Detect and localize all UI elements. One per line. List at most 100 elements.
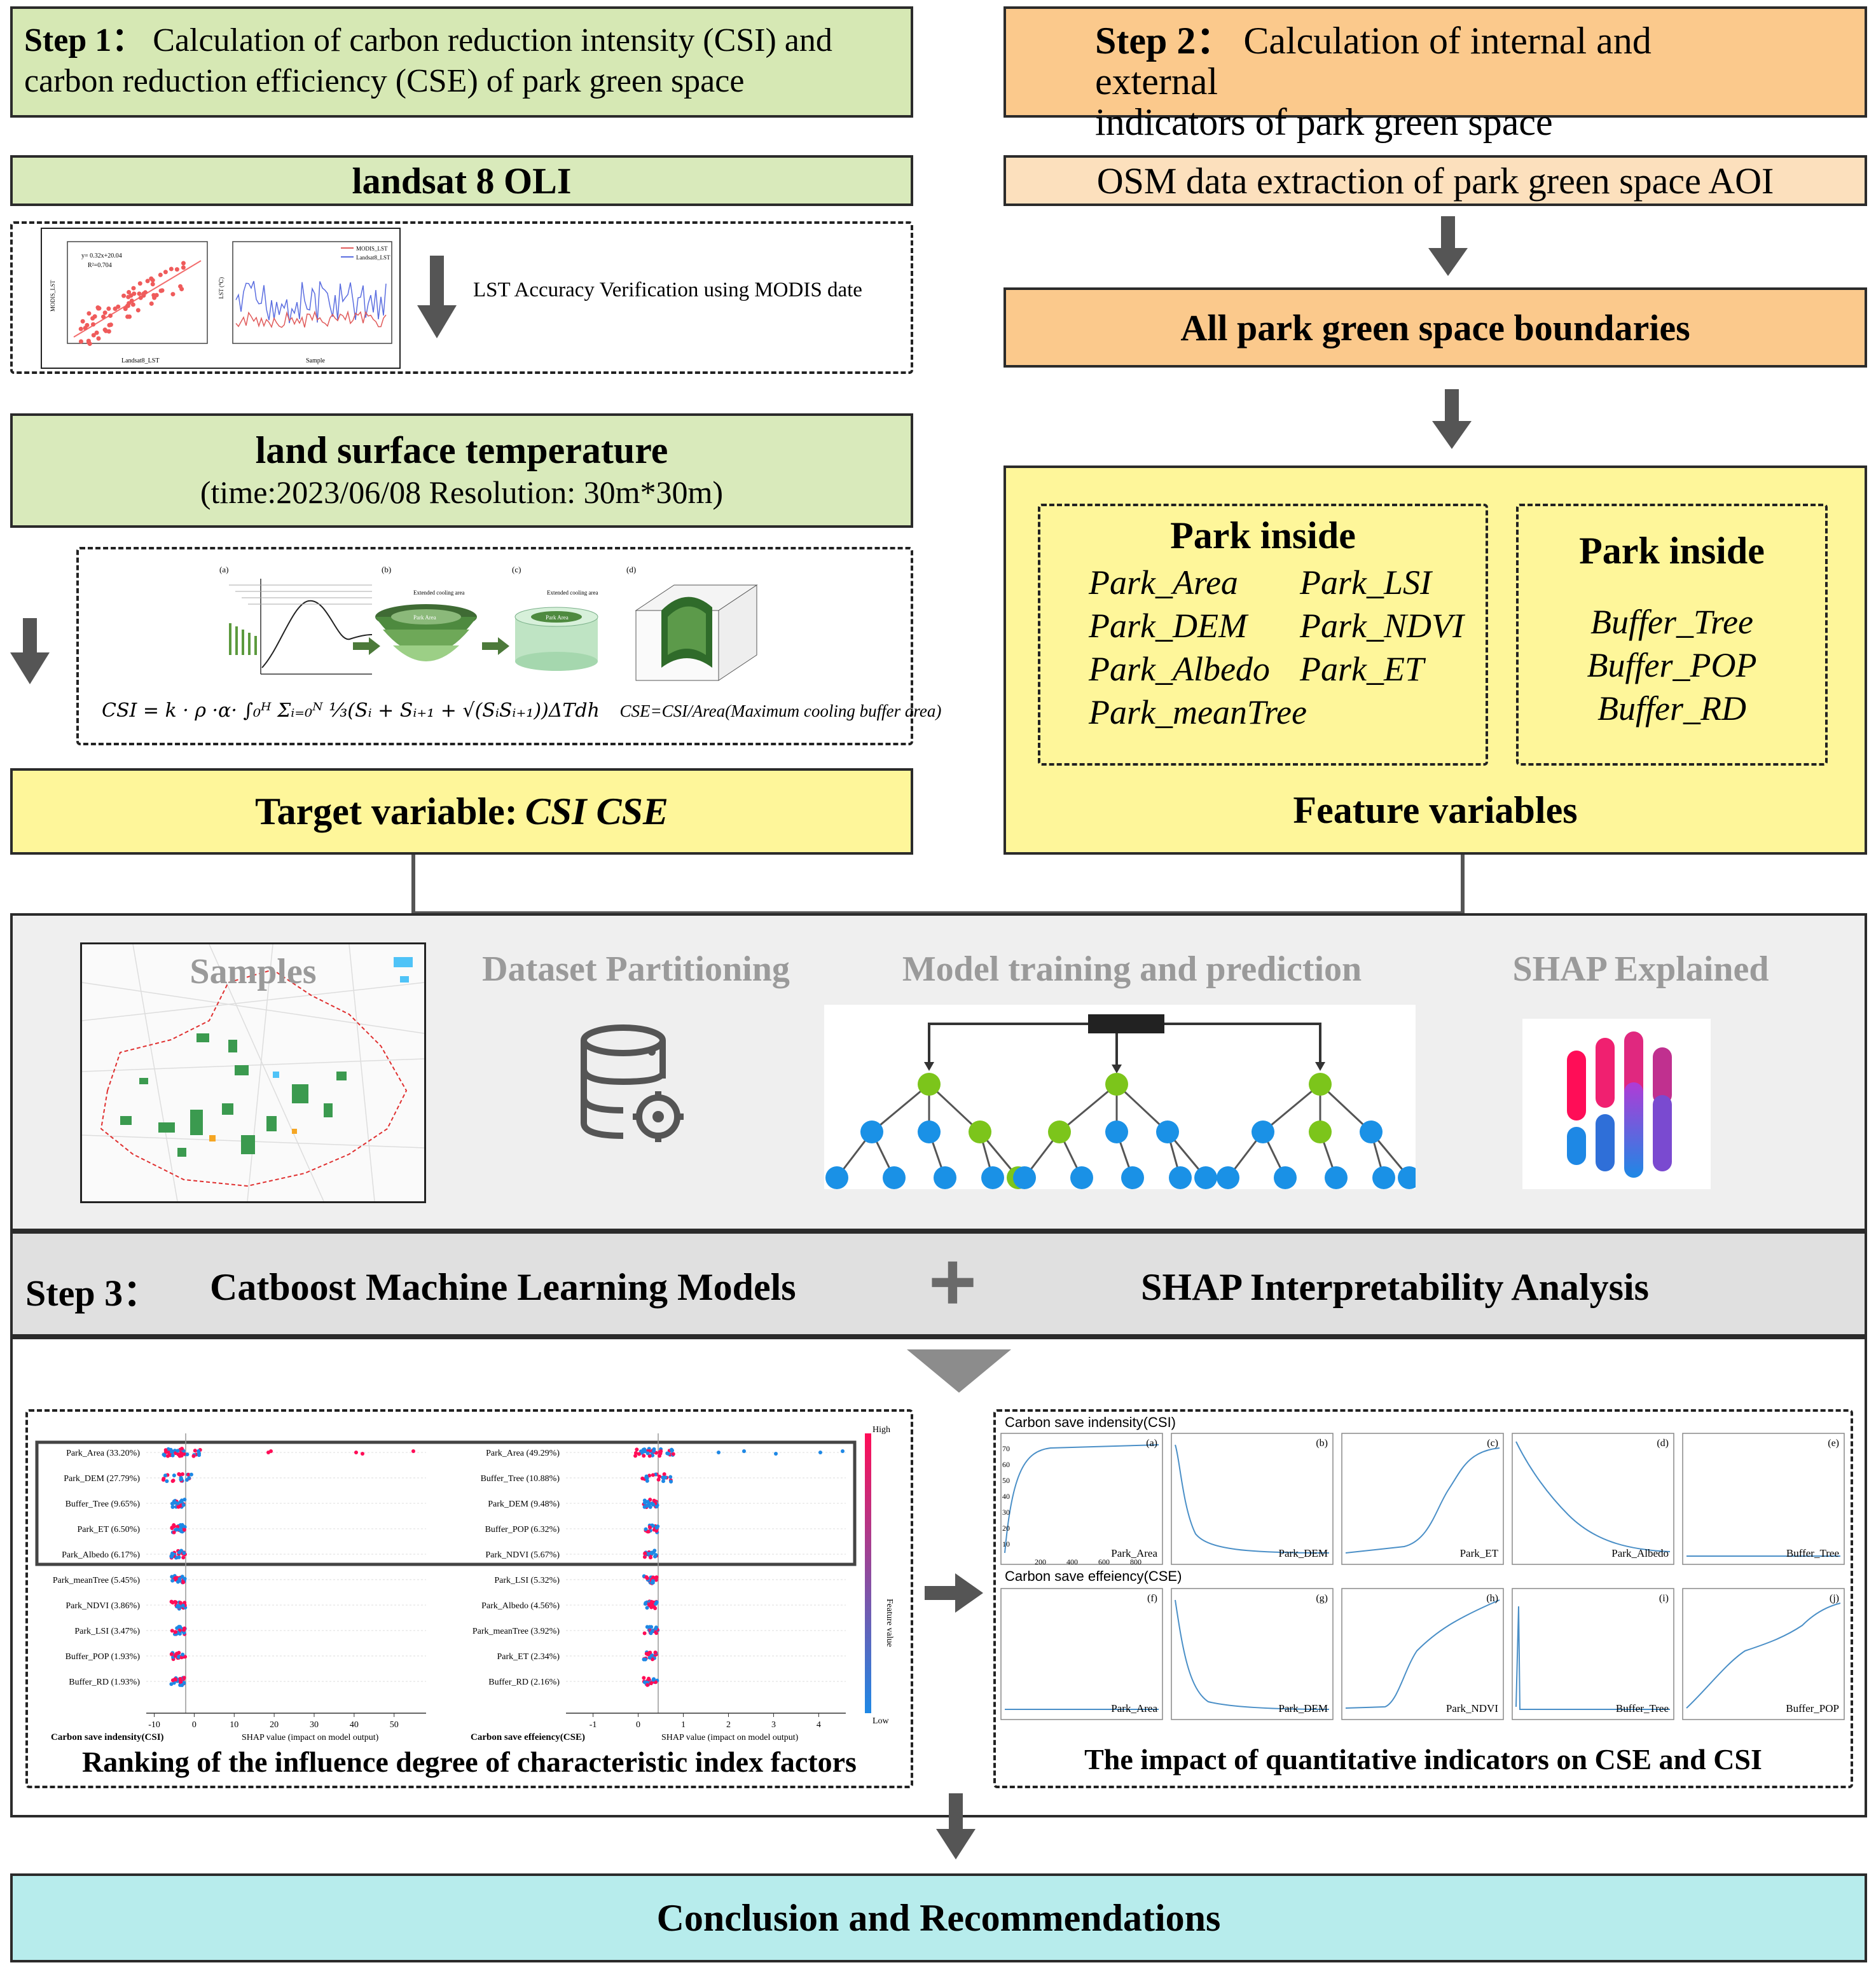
shap-point bbox=[643, 1449, 647, 1454]
scatter-ylabel: MODIS_LST bbox=[50, 280, 56, 312]
scatter-point bbox=[163, 270, 168, 275]
scatter-point bbox=[86, 311, 92, 316]
shap-tick: 4 bbox=[817, 1720, 821, 1730]
plus-icon: + bbox=[928, 1235, 977, 1328]
shap-point bbox=[170, 1552, 174, 1556]
shap-point bbox=[170, 1629, 174, 1633]
target-variable-box: Target variable: CSI CSE bbox=[10, 768, 913, 855]
scatter-point bbox=[130, 302, 135, 307]
step1-header: Step 1： Calculation of carbon reduction … bbox=[10, 6, 913, 118]
shap-point bbox=[642, 1631, 647, 1636]
scatter-point bbox=[102, 328, 107, 333]
shap-feature-label: Park_DEM (27.79%) bbox=[64, 1474, 140, 1484]
step2-heading-text1: Calculation of internal and external bbox=[1095, 20, 1652, 102]
lst-subtitle: (time:2023/06/08 Resolution: 30m*30m) bbox=[200, 474, 724, 510]
pdp-xtick: 200 bbox=[1035, 1557, 1046, 1566]
shap-point bbox=[173, 1600, 177, 1604]
shap-feature-label: Park_Albedo (6.17%) bbox=[62, 1550, 140, 1560]
shap-point bbox=[646, 1529, 651, 1534]
step2-heading-text2: indicators of park green space bbox=[1095, 101, 1553, 143]
shap-point bbox=[645, 1500, 650, 1504]
scatter-point bbox=[96, 336, 101, 341]
tree-node bbox=[1252, 1120, 1274, 1143]
scatter-point bbox=[181, 261, 186, 266]
shap-point bbox=[181, 1580, 186, 1585]
scatter-point bbox=[91, 322, 96, 327]
pdp-feature-label: Park_Area bbox=[1111, 1547, 1157, 1559]
colorbar-high: High bbox=[872, 1425, 890, 1435]
shap-point bbox=[174, 1500, 178, 1505]
shap-label: SHAP Explained bbox=[1512, 949, 1769, 989]
scatter-point bbox=[94, 330, 99, 335]
pdp-plot: (b)Park_DEM bbox=[1171, 1433, 1334, 1565]
tree-node bbox=[1217, 1166, 1239, 1189]
shap-feature-label: Park_NDVI (5.67%) bbox=[485, 1550, 560, 1560]
feature-var: Buffer_RD bbox=[1597, 689, 1746, 727]
shap-point bbox=[654, 1600, 659, 1604]
shap-point bbox=[635, 1447, 639, 1452]
shap-feature-label: Park_NDVI (3.86%) bbox=[66, 1601, 140, 1611]
results-panel bbox=[10, 1337, 1867, 1817]
scatter-point bbox=[158, 288, 163, 293]
samples-label: Samples bbox=[190, 952, 317, 991]
step2-heading-line1: Step 2： Calculation of internal and exte… bbox=[1095, 20, 1776, 102]
shap-feature-label: Park_ET (2.34%) bbox=[497, 1652, 560, 1662]
colorbar-low: Low bbox=[872, 1716, 890, 1726]
step2-colon: ： bbox=[1196, 20, 1234, 62]
tree-node bbox=[1360, 1120, 1383, 1143]
diagram-label-b: (b) bbox=[382, 565, 391, 574]
pdp-plot: (g)Park_DEM bbox=[1171, 1588, 1334, 1720]
shap-point bbox=[169, 1555, 174, 1559]
tree-node bbox=[969, 1120, 991, 1143]
ranking-caption: Ranking of the influence degree of chara… bbox=[82, 1746, 857, 1778]
shap-point bbox=[163, 1453, 167, 1458]
shap-feature-label: Park_meanTree (3.92%) bbox=[472, 1627, 560, 1636]
feature-var: Park_ET bbox=[1300, 650, 1424, 688]
scatter-point bbox=[150, 278, 155, 283]
scatter-point bbox=[92, 314, 97, 319]
shap-point bbox=[181, 1652, 185, 1657]
legend-landsat: Landsat8_LST bbox=[356, 254, 390, 261]
impact-caption: The impact of quantitative indicators on… bbox=[1084, 1743, 1762, 1775]
shap-point bbox=[666, 1452, 670, 1456]
boundaries-label: All park green space boundaries bbox=[1180, 307, 1690, 348]
database-icon bbox=[581, 1024, 684, 1142]
shap-point bbox=[181, 1503, 186, 1507]
shap-feature-label: Park_Area (33.20%) bbox=[66, 1449, 140, 1458]
pdp-cse-title: Carbon save effeiency(CSE) bbox=[1005, 1568, 1182, 1584]
shap-point bbox=[633, 1451, 638, 1455]
scatter-point bbox=[178, 284, 183, 289]
pdp-feature-label: Buffer_Tree bbox=[1616, 1702, 1669, 1714]
boundaries-down-arrow-icon bbox=[1432, 389, 1472, 449]
pdp-plot: (d)Park_Albedo bbox=[1512, 1433, 1674, 1565]
tree-node bbox=[1156, 1120, 1179, 1143]
shap-point bbox=[354, 1451, 358, 1454]
scatter-point bbox=[145, 279, 150, 284]
shap-feature-label: Park_ET (6.50%) bbox=[78, 1525, 141, 1534]
shap-point bbox=[269, 1449, 273, 1453]
cylinder-extended-label: Extended cooling area bbox=[547, 590, 598, 596]
tree-node bbox=[918, 1120, 941, 1143]
shap-point bbox=[178, 1676, 183, 1681]
shap-point bbox=[163, 1473, 168, 1478]
shap-point bbox=[642, 1657, 646, 1662]
pdp-ytick: 70 bbox=[1002, 1444, 1010, 1453]
feature-variables-label: Feature variables bbox=[1293, 789, 1578, 831]
step1-prefix: Step 1 bbox=[24, 22, 112, 59]
shap-point bbox=[172, 1530, 176, 1534]
shap-point bbox=[645, 1576, 649, 1580]
scatter-equation: y= 0.32x+20.04 bbox=[81, 252, 122, 259]
shap-axis-label: SHAP value (impact on model output) bbox=[661, 1733, 799, 1742]
cooling-diagram: (a) (b) (c) (d) Park Area Extended cooli… bbox=[219, 565, 758, 681]
pdp-panel bbox=[993, 1409, 1853, 1788]
shap-point bbox=[165, 1454, 170, 1458]
shap-point bbox=[642, 1676, 646, 1680]
shap-point bbox=[642, 1505, 647, 1509]
osm-down-arrow-icon bbox=[1428, 216, 1468, 276]
line-xlabel: Sample bbox=[306, 357, 326, 364]
shap-point bbox=[645, 1479, 649, 1483]
shap-point bbox=[177, 1625, 181, 1629]
tree-node bbox=[883, 1166, 906, 1189]
feature-var: Park_NDVI bbox=[1300, 607, 1464, 645]
